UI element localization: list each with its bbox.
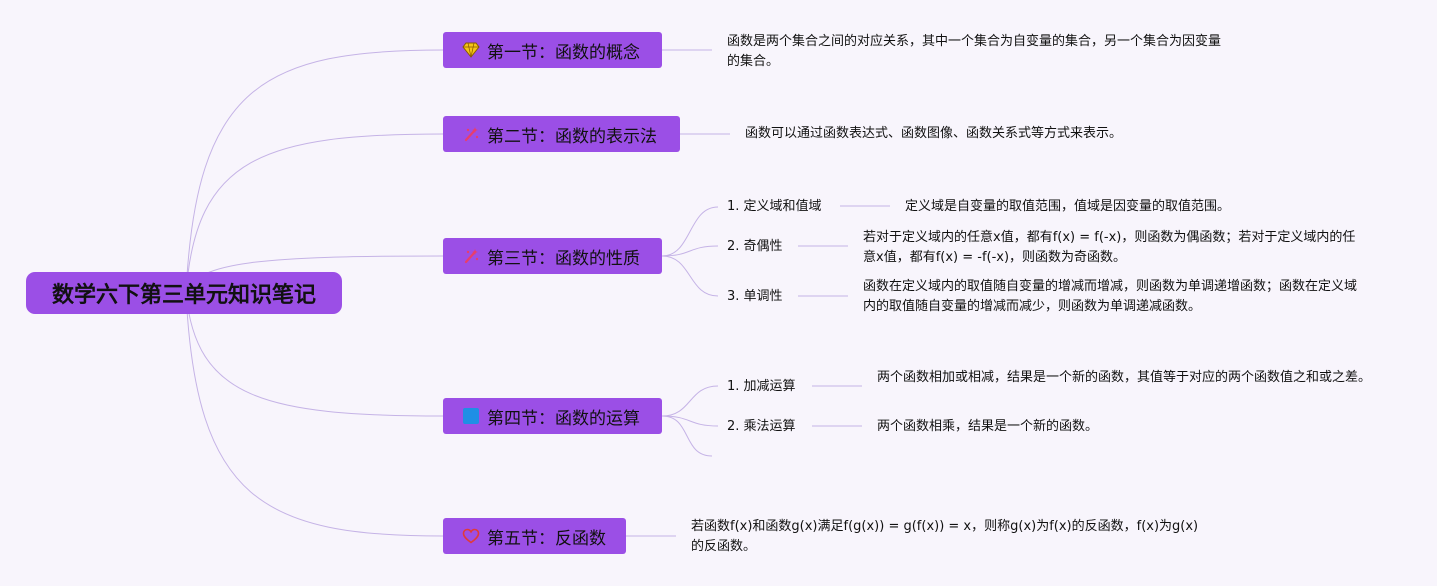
section-3-item-1-label[interactable]: 1. 定义域和值域: [727, 199, 822, 214]
section-2-node[interactable]: 第二节：函数的表示法: [443, 116, 680, 152]
section-1-node[interactable]: 第一节：函数的概念: [443, 32, 662, 68]
section-1-description: 函数是两个集合之间的对应关系，其中一个集合为自变量的集合，另一个集合为因变量的集…: [727, 34, 1222, 69]
section-3-item-3-description: 函数在定义域内的取值随自变量的增减而增减，则函数为单调递增函数；函数在定义域内的…: [863, 279, 1358, 314]
section-5-label: 第五节：反函数: [487, 528, 606, 549]
section-3-branch-1-line: [661, 206, 719, 257]
section-4-node[interactable]: 第四节：函数的运算: [443, 398, 662, 434]
section-3-label: 第三节：函数的性质: [487, 248, 640, 269]
section-3-item-3-label[interactable]: 3. 单调性: [727, 289, 783, 304]
diamond-icon: [461, 40, 481, 60]
section-2-label: 第二节：函数的表示法: [487, 126, 657, 147]
section-3-node[interactable]: 第三节：函数的性质: [443, 238, 662, 274]
section-3-item-2-description: 若对于定义域内的任意x值，都有f(x) = f(-x)，则函数为偶函数；若对于定…: [863, 230, 1356, 265]
root-topic[interactable]: 数学六下第三单元知识笔记: [26, 272, 342, 314]
section-4-item-2-description: 两个函数相乘，结果是一个新的函数。: [877, 419, 1099, 434]
section-4-item-1-description: 两个函数相加或相减，结果是一个新的函数，其值等于对应的两个函数值之和或之差。: [877, 370, 1372, 385]
section-4-item-2-label[interactable]: 2. 乘法运算: [727, 419, 796, 434]
section-1-label: 第一节：函数的概念: [487, 42, 640, 63]
section-5-description: 若函数f(x)和函数g(x)满足f(g(x)) = g(f(x)) = x，则称…: [691, 519, 1199, 554]
section-5-node[interactable]: 第五节：反函数: [443, 518, 626, 554]
section-3-branch-3-line: [661, 255, 719, 297]
root-to-section-4-line: [185, 292, 444, 417]
magic-wand-icon: [461, 246, 481, 266]
section-3-branch-2-line: [661, 245, 719, 257]
heart-icon: [461, 526, 481, 546]
section-3-item-1-description: 定义域是自变量的取值范围，值域是因变量的取值范围。: [905, 199, 1231, 214]
root-to-section-5-line: [185, 292, 444, 537]
section-4-branch-2-line: [661, 415, 719, 427]
section-4-item-1-label[interactable]: 1. 加减运算: [727, 379, 796, 394]
section-3-item-2-label[interactable]: 2. 奇偶性: [727, 239, 783, 254]
section-4-branch-1-line: [661, 385, 719, 417]
blue-square-icon: [461, 406, 481, 426]
section-2-description: 函数可以通过函数表达式、函数图像、函数关系式等方式来表示。: [745, 126, 1123, 141]
section-4-label: 第四节：函数的运算: [487, 408, 640, 429]
section-4-branch-3-line: [661, 415, 713, 457]
root-topic-label: 数学六下第三单元知识笔记: [51, 283, 316, 308]
root-to-section-2-line: [185, 133, 444, 294]
magic-wand-icon: [461, 124, 481, 144]
root-to-section-1-line: [185, 49, 444, 294]
